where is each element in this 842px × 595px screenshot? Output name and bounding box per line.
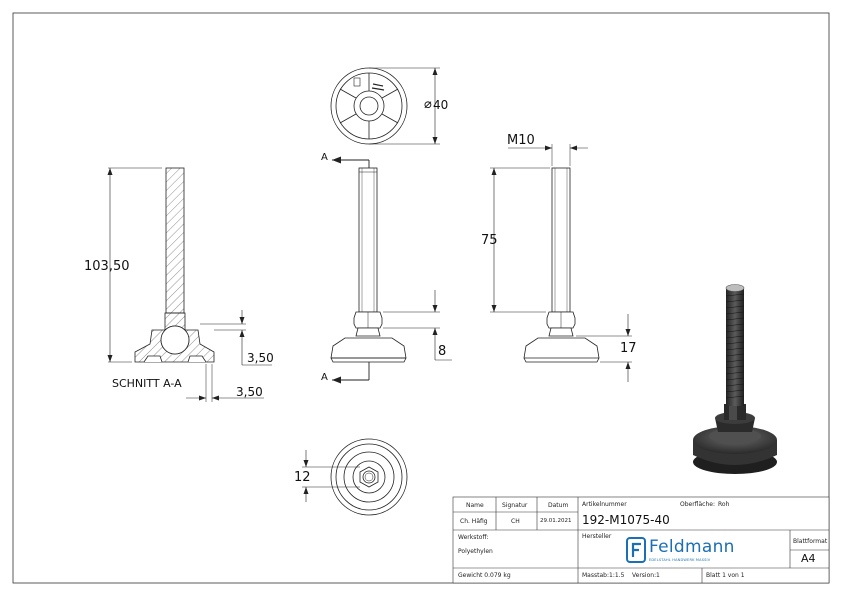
- tb-artikel-label: Artikelnummer: [582, 501, 627, 508]
- dim-diameter: 40: [433, 98, 449, 112]
- product-render-3d: [693, 284, 777, 474]
- dim-wrench-size: 12: [294, 470, 311, 485]
- section-label: SCHNITT A-A: [112, 377, 182, 390]
- dim-section-vertical: 3,50: [247, 351, 274, 365]
- tb-blatt: Blatt 1 von 1: [706, 572, 745, 579]
- tb-massstab-value: 1:1.5: [609, 572, 625, 579]
- tb-blattformat-value: A4: [801, 552, 816, 565]
- top-view: [330, 67, 440, 145]
- tb-row-datum: 29.01.2021: [540, 518, 572, 524]
- tb-werkstoff-label: Werkstoff:: [458, 534, 489, 541]
- tb-header-signatur: Signatur: [502, 502, 528, 509]
- section-marker-top: A: [321, 152, 328, 163]
- tb-artikel-value: 192-M1075-40: [582, 513, 670, 527]
- tb-oberflaeche-value: Roh: [718, 501, 730, 508]
- diameter-symbol: ⌀: [424, 97, 432, 112]
- tb-header-name: Name: [466, 502, 484, 509]
- dim-thread: M10: [507, 133, 535, 148]
- tb-oberflaeche-label: Oberfläche:: [680, 501, 715, 508]
- dim-section-horizontal: 3,50: [236, 385, 263, 399]
- brand-name: Feldmann: [649, 537, 735, 557]
- dim-thread-length: 75: [481, 233, 498, 248]
- sheet-border: [12, 12, 830, 584]
- tb-version-value: 1: [656, 572, 660, 579]
- tb-blattformat-label: Blattformat: [793, 538, 828, 545]
- tb-hersteller-label: Hersteller: [582, 533, 612, 540]
- tb-row-signatur: CH: [511, 518, 520, 525]
- title-block: [452, 496, 830, 584]
- tb-gewicht: Gewicht 0.079 kg: [458, 572, 511, 579]
- tb-version-label: Version:: [632, 572, 657, 579]
- bottom-view: [302, 438, 408, 516]
- brand-subtitle: EDELSTAHL HANDWERK MASSIV: [649, 558, 711, 562]
- front-view: [330, 156, 452, 384]
- side-view: [490, 144, 632, 382]
- section-marker-bottom: A: [321, 372, 328, 383]
- section-view: [107, 167, 272, 402]
- feldmann-logo-mark: [626, 537, 646, 563]
- dim-total-height: 103,50: [84, 259, 130, 274]
- dim-hex-height: 8: [438, 344, 447, 359]
- tb-header-datum: Datum: [548, 502, 569, 509]
- tb-massstab-label: Masstab:: [582, 572, 609, 579]
- dim-base-height: 17: [620, 341, 637, 356]
- tb-row-name: Ch. Häfig: [460, 518, 488, 525]
- tb-werkstoff-value: Polyethylen: [458, 548, 493, 555]
- feldmann-logo: Feldmann EDELSTAHL HANDWERK MASSIV: [626, 537, 734, 565]
